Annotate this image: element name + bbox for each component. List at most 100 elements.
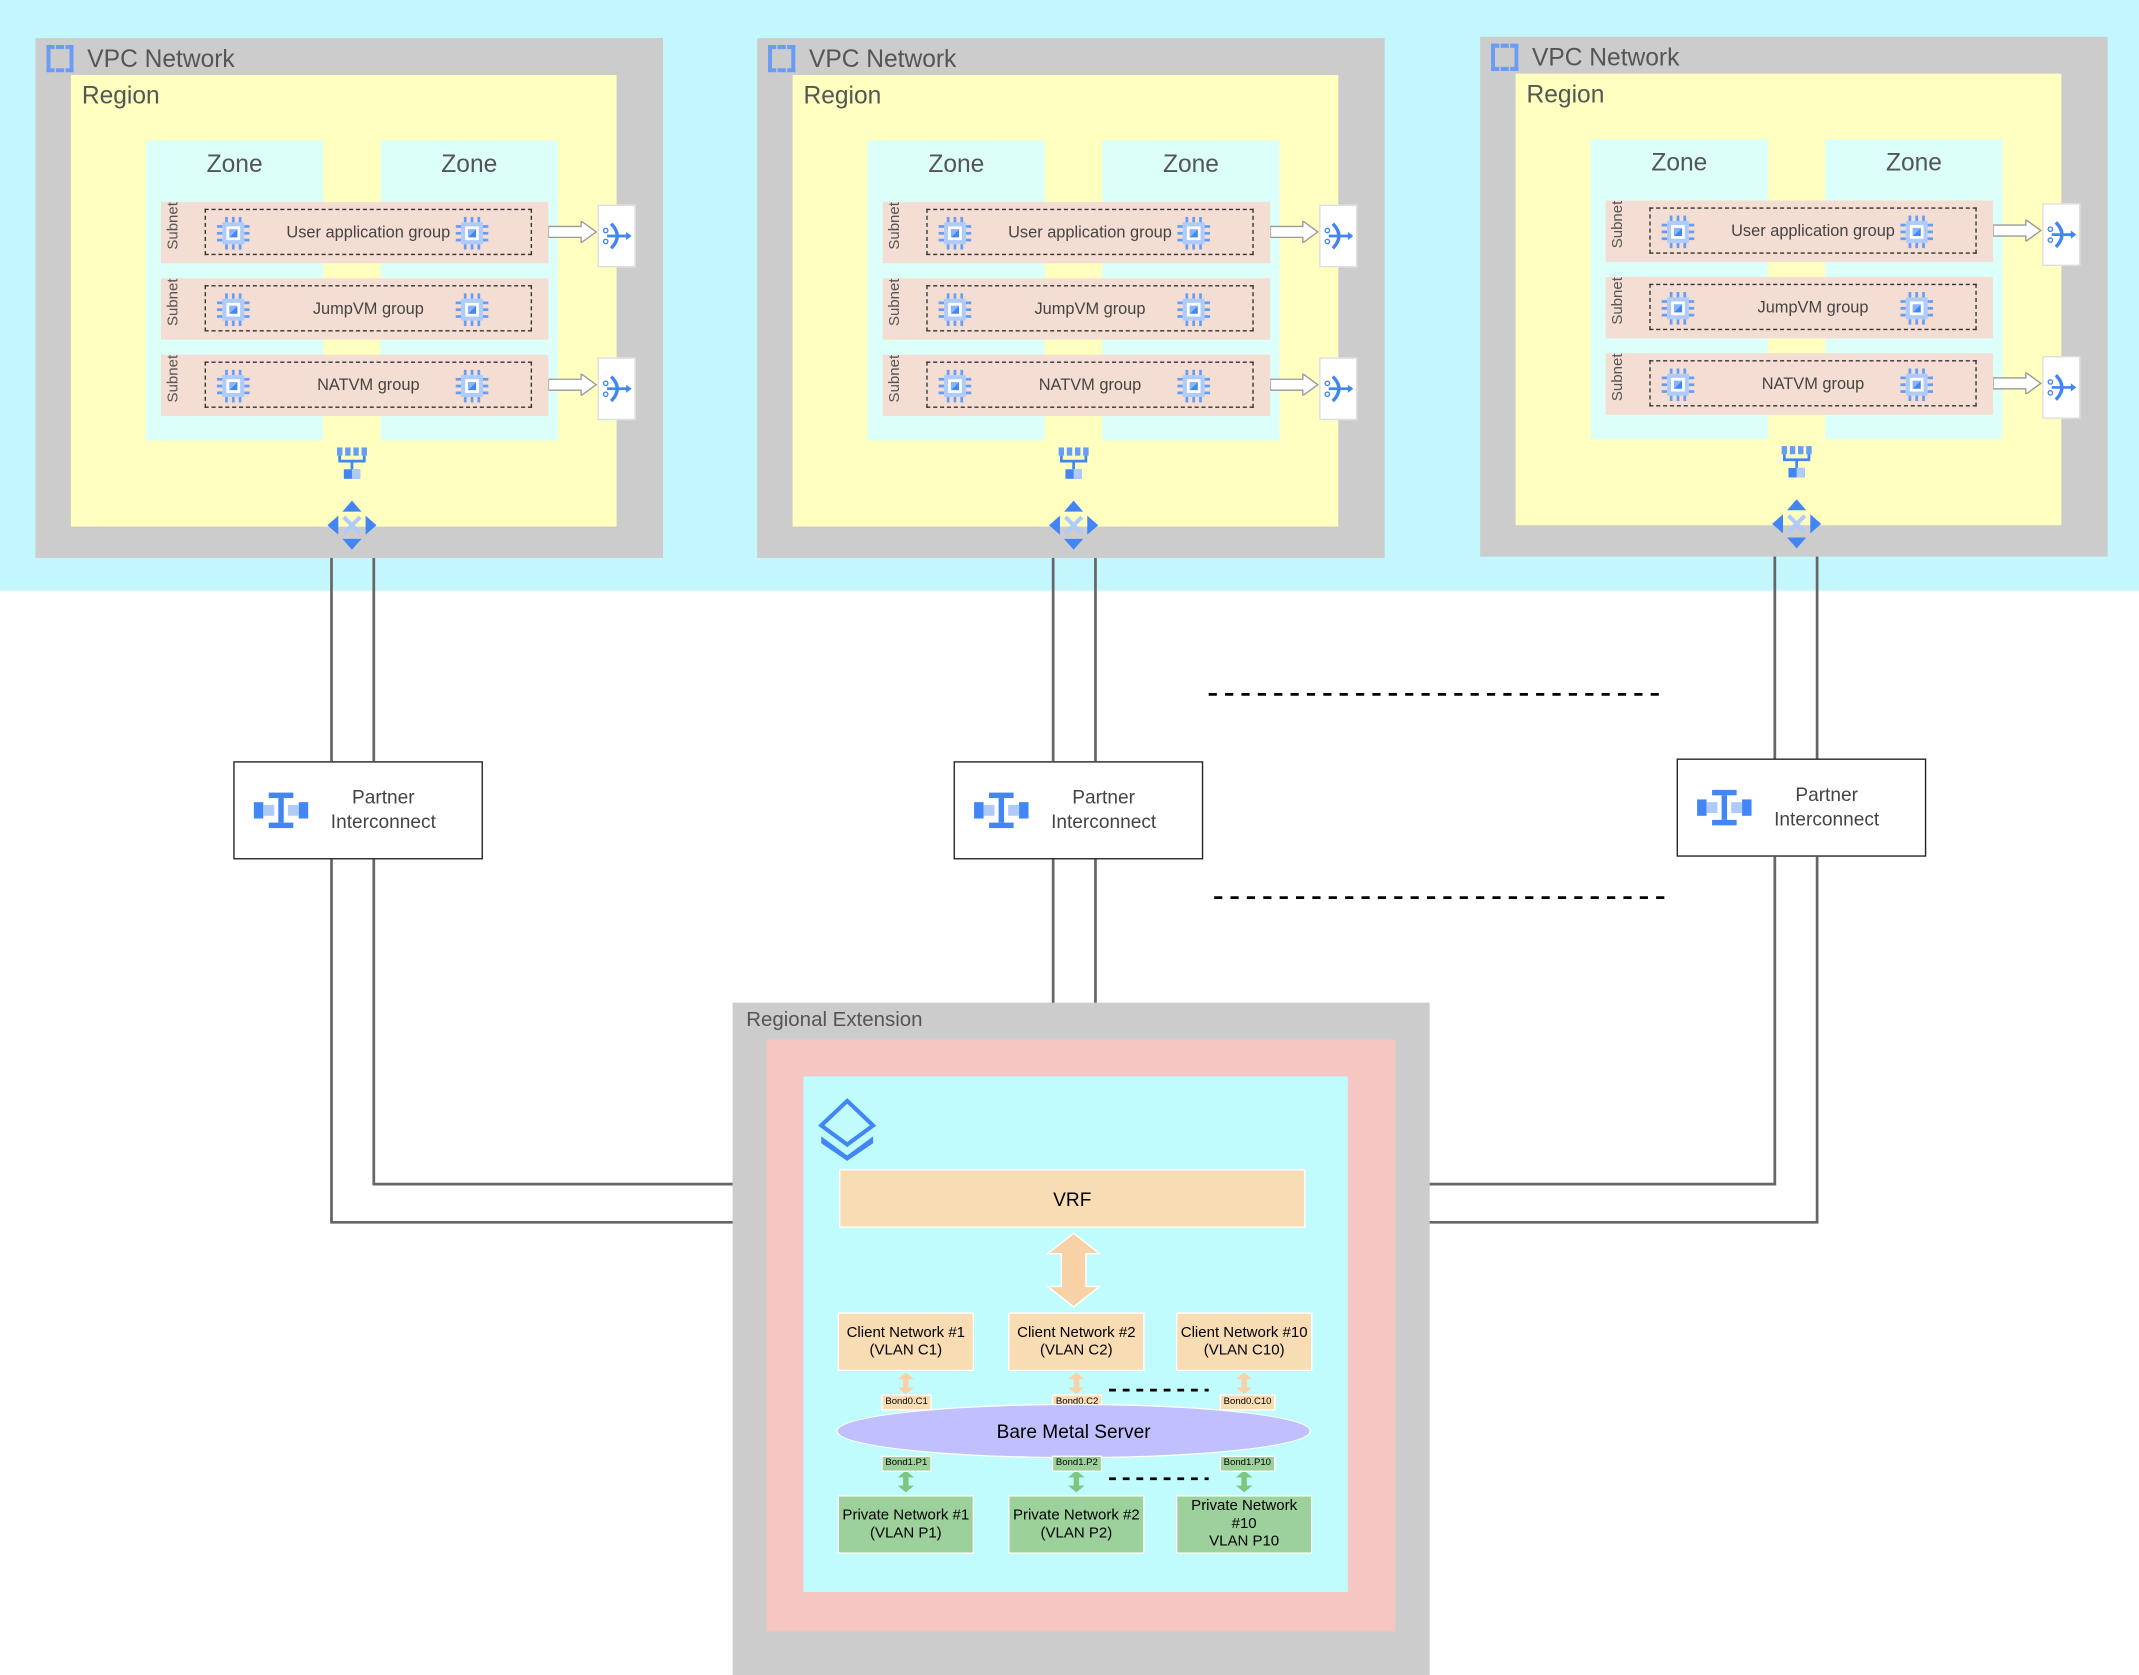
interconnect-label: Partner Interconnect [330, 785, 436, 833]
group-label: JumpVM group [1034, 298, 1146, 318]
private-network-vlan: (VLAN P1) [869, 1524, 942, 1541]
link-vpc1-b [372, 525, 839, 1186]
group-label: NATVM group [1038, 375, 1142, 395]
interconnect-icon [1697, 787, 1752, 835]
cloud-nat-icon[interactable] [2042, 356, 2081, 419]
client-network-box: Client Network #1 (VLAN C1) [837, 1312, 975, 1372]
group-label: User application group [1008, 222, 1172, 242]
server-label: Bare Metal Server [996, 1420, 1151, 1442]
load-balancer-icon [1056, 446, 1091, 488]
instance-group[interactable]: NATVM group [204, 361, 533, 408]
client-network-box: Client Network #10 (VLAN C10) [1175, 1312, 1313, 1372]
private-network-vlan: (VLAN P2) [1040, 1524, 1113, 1541]
arrow-icon [1992, 218, 2043, 243]
cpu-chip-icon [455, 293, 489, 327]
cpu-chip-icon [1661, 368, 1695, 402]
instance-group[interactable]: User application group [926, 208, 1254, 256]
private-bond-label: Bond1.P2 [1051, 1455, 1102, 1472]
cpu-chip-icon [1177, 216, 1211, 250]
client-network-vlan: (VLAN C2) [1040, 1341, 1113, 1359]
instance-group[interactable]: User application group [1649, 207, 1977, 254]
interconnect-label: Partner Interconnect [1774, 783, 1880, 830]
private-network-label: Private Network #10 VLAN P10 [1191, 1498, 1297, 1551]
cpu-chip-icon [1661, 215, 1695, 249]
client-network-vlan: (VLAN C10) [1203, 1341, 1285, 1359]
group-label: JumpVM group [312, 298, 424, 318]
client-network-label: Client Network #2 (VLAN C2) [1017, 1324, 1135, 1359]
double-arrow-icon [1046, 1232, 1101, 1308]
layers-icon [818, 1098, 877, 1161]
zone-title: Zone [1651, 148, 1708, 176]
zone-title: Zone [441, 150, 498, 178]
private-network-name: Private Network #10 [1191, 1497, 1298, 1532]
partner-interconnect[interactable]: Partner Interconnect [1676, 758, 1927, 857]
cpu-chip-icon [216, 369, 250, 403]
private-bond-label: Bond1.P10 [1219, 1455, 1276, 1472]
interconnect-label: Partner Interconnect [1051, 785, 1157, 833]
group-label: User application group [286, 222, 451, 242]
instance-group[interactable]: User application group [204, 208, 533, 256]
vpc-icon [1491, 43, 1519, 71]
client-bond-label: Bond0.C1 [881, 1394, 932, 1411]
instance-group[interactable]: JumpVM group [204, 285, 533, 332]
instance-group[interactable]: NATVM group [1649, 360, 1977, 407]
partner-interconnect[interactable]: Partner Interconnect [953, 761, 1204, 860]
cpu-chip-icon [938, 369, 972, 403]
vpc-title: VPC Network [1531, 43, 1680, 71]
client-network-label: Client Network #10 (VLAN C10) [1181, 1324, 1308, 1359]
cloud-router-icon[interactable] [325, 498, 380, 559]
cloud-nat-icon[interactable] [597, 204, 636, 268]
cloud-nat-icon[interactable] [597, 357, 636, 421]
private-network-box: Private Network #10 VLAN P10 [1175, 1495, 1313, 1554]
instance-group[interactable]: JumpVM group [926, 285, 1254, 332]
cloud-router-icon[interactable] [1769, 497, 1824, 558]
private-network-name: Private Network #1 [842, 1506, 970, 1524]
vrf-box: VRF [838, 1169, 1306, 1228]
zone-title: Zone [206, 150, 263, 178]
region-title: Region [81, 81, 160, 110]
region-title: Region [803, 81, 882, 110]
link-vpc3-a [1305, 525, 1777, 1186]
cloud-router-icon[interactable] [1046, 498, 1101, 559]
cpu-chip-icon [1900, 368, 1934, 402]
cloud-nat-icon[interactable] [1319, 204, 1358, 268]
vpc-title: VPC Network [87, 45, 235, 73]
client-network-box: Client Network #2 (VLAN C2) [1008, 1312, 1145, 1372]
link-vpc3-b [1305, 525, 1819, 1224]
zone-title: Zone [1885, 148, 1942, 176]
arrow-icon [1269, 219, 1319, 245]
client-network-name: Client Network #1 [846, 1323, 966, 1341]
region-title: Region [1526, 80, 1605, 108]
double-arrow-icon [1235, 1470, 1254, 1500]
cloud-nat-icon[interactable] [2042, 203, 2081, 267]
arrow-icon [547, 219, 598, 245]
client-network-label: Client Network #1 (VLAN C1) [847, 1324, 965, 1359]
instance-group[interactable]: JumpVM group [1649, 283, 1977, 331]
group-label: User application group [1731, 221, 1895, 241]
double-arrow-icon [896, 1470, 915, 1500]
private-network-box: Private Network #2 (VLAN P2) [1008, 1495, 1145, 1554]
private-network-name: Private Network #2 [1012, 1506, 1140, 1524]
instance-group[interactable]: NATVM group [926, 361, 1254, 408]
interconnect-icon [974, 790, 1029, 838]
double-arrow-icon [896, 1372, 915, 1401]
arrow-icon [1269, 372, 1319, 397]
zone-title: Zone [928, 150, 985, 178]
cloud-nat-icon[interactable] [1319, 357, 1358, 421]
private-bond-label: Bond1.P1 [881, 1455, 932, 1472]
vpc-icon [768, 45, 796, 73]
vrf-label: VRF [1053, 1187, 1092, 1210]
cpu-chip-icon [1900, 291, 1934, 325]
cpu-chip-icon [455, 216, 489, 250]
partner-interconnect[interactable]: Partner Interconnect [233, 761, 483, 860]
load-balancer-icon [1779, 445, 1814, 487]
